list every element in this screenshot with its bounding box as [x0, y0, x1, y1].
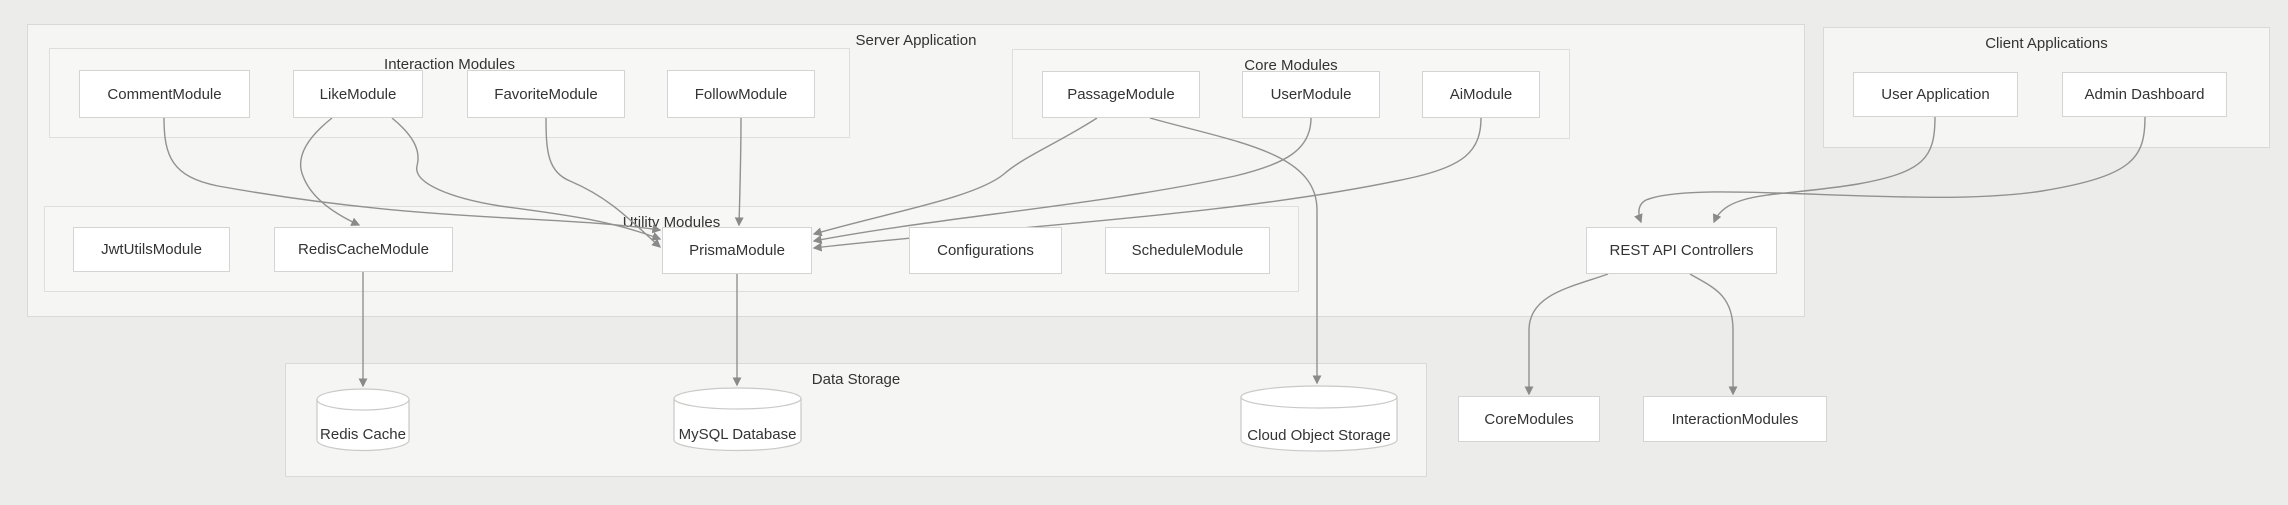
- node-admin-dashboard-label: Admin Dashboard: [2084, 86, 2205, 103]
- database-cylinder-icon: [316, 388, 410, 452]
- node-user-application-label: User Application: [1881, 86, 1990, 103]
- node-coremodules: CoreModules: [1458, 396, 1600, 442]
- node-prismamodule-label: PrismaModule: [689, 242, 785, 259]
- node-redis-cache-label: Redis Cache: [320, 426, 406, 443]
- node-interactionmodules-label: InteractionModules: [1671, 410, 1799, 428]
- node-schedulemodule-label: ScheduleModule: [1131, 242, 1244, 259]
- node-schedulemodule: ScheduleModule: [1105, 227, 1270, 274]
- node-cloud-object-storage-label: Cloud Object Storage: [1247, 427, 1391, 444]
- node-rediscachemodule-label: RedisCacheModule: [298, 241, 429, 258]
- node-likemodule-label: LikeModule: [319, 85, 397, 103]
- node-favoritemodule: FavoriteModule: [467, 70, 625, 118]
- node-usermodule-label: UserModule: [1270, 86, 1352, 103]
- node-coremodules-label: CoreModules: [1484, 410, 1574, 428]
- database-cylinder-icon: [673, 387, 802, 452]
- database-cylinder-icon: [1240, 385, 1398, 452]
- node-admin-dashboard: Admin Dashboard: [2062, 72, 2227, 117]
- node-interactionmodules: InteractionModules: [1643, 396, 1827, 442]
- node-favoritemodule-label: FavoriteModule: [494, 85, 598, 103]
- node-user-application: User Application: [1853, 72, 2018, 117]
- node-prismamodule: PrismaModule: [662, 227, 812, 274]
- node-followmodule: FollowModule: [667, 70, 815, 118]
- node-commentmodule-label: CommentModule: [107, 85, 222, 103]
- group-server-application-label: Server Application: [855, 32, 977, 49]
- node-rediscachemodule: RedisCacheModule: [274, 227, 453, 272]
- node-configurations: Configurations: [909, 227, 1062, 274]
- node-jwtutilsmodule: JwtUtilsModule: [73, 227, 230, 272]
- node-mysql-database-label: MySQL Database: [678, 426, 797, 443]
- node-rest-api-controllers: REST API Controllers: [1586, 227, 1777, 274]
- group-client-applications-label: Client Applications: [1985, 35, 2108, 52]
- node-jwtutilsmodule-label: JwtUtilsModule: [101, 241, 202, 258]
- node-usermodule: UserModule: [1242, 71, 1380, 118]
- node-rest-api-controllers-label: REST API Controllers: [1609, 242, 1754, 259]
- node-configurations-label: Configurations: [937, 242, 1034, 259]
- node-cloud-object-storage: Cloud Object Storage: [1240, 385, 1398, 453]
- node-mysql-database: MySQL Database: [673, 387, 802, 452]
- node-followmodule-label: FollowModule: [694, 85, 788, 103]
- node-likemodule: LikeModule: [293, 70, 423, 118]
- node-redis-cache: Redis Cache: [316, 388, 410, 452]
- node-aimodule-label: AiModule: [1449, 86, 1513, 103]
- node-passagemodule: PassageModule: [1042, 71, 1200, 118]
- node-passagemodule-label: PassageModule: [1067, 86, 1175, 103]
- node-aimodule: AiModule: [1422, 71, 1540, 118]
- node-commentmodule: CommentModule: [79, 70, 250, 118]
